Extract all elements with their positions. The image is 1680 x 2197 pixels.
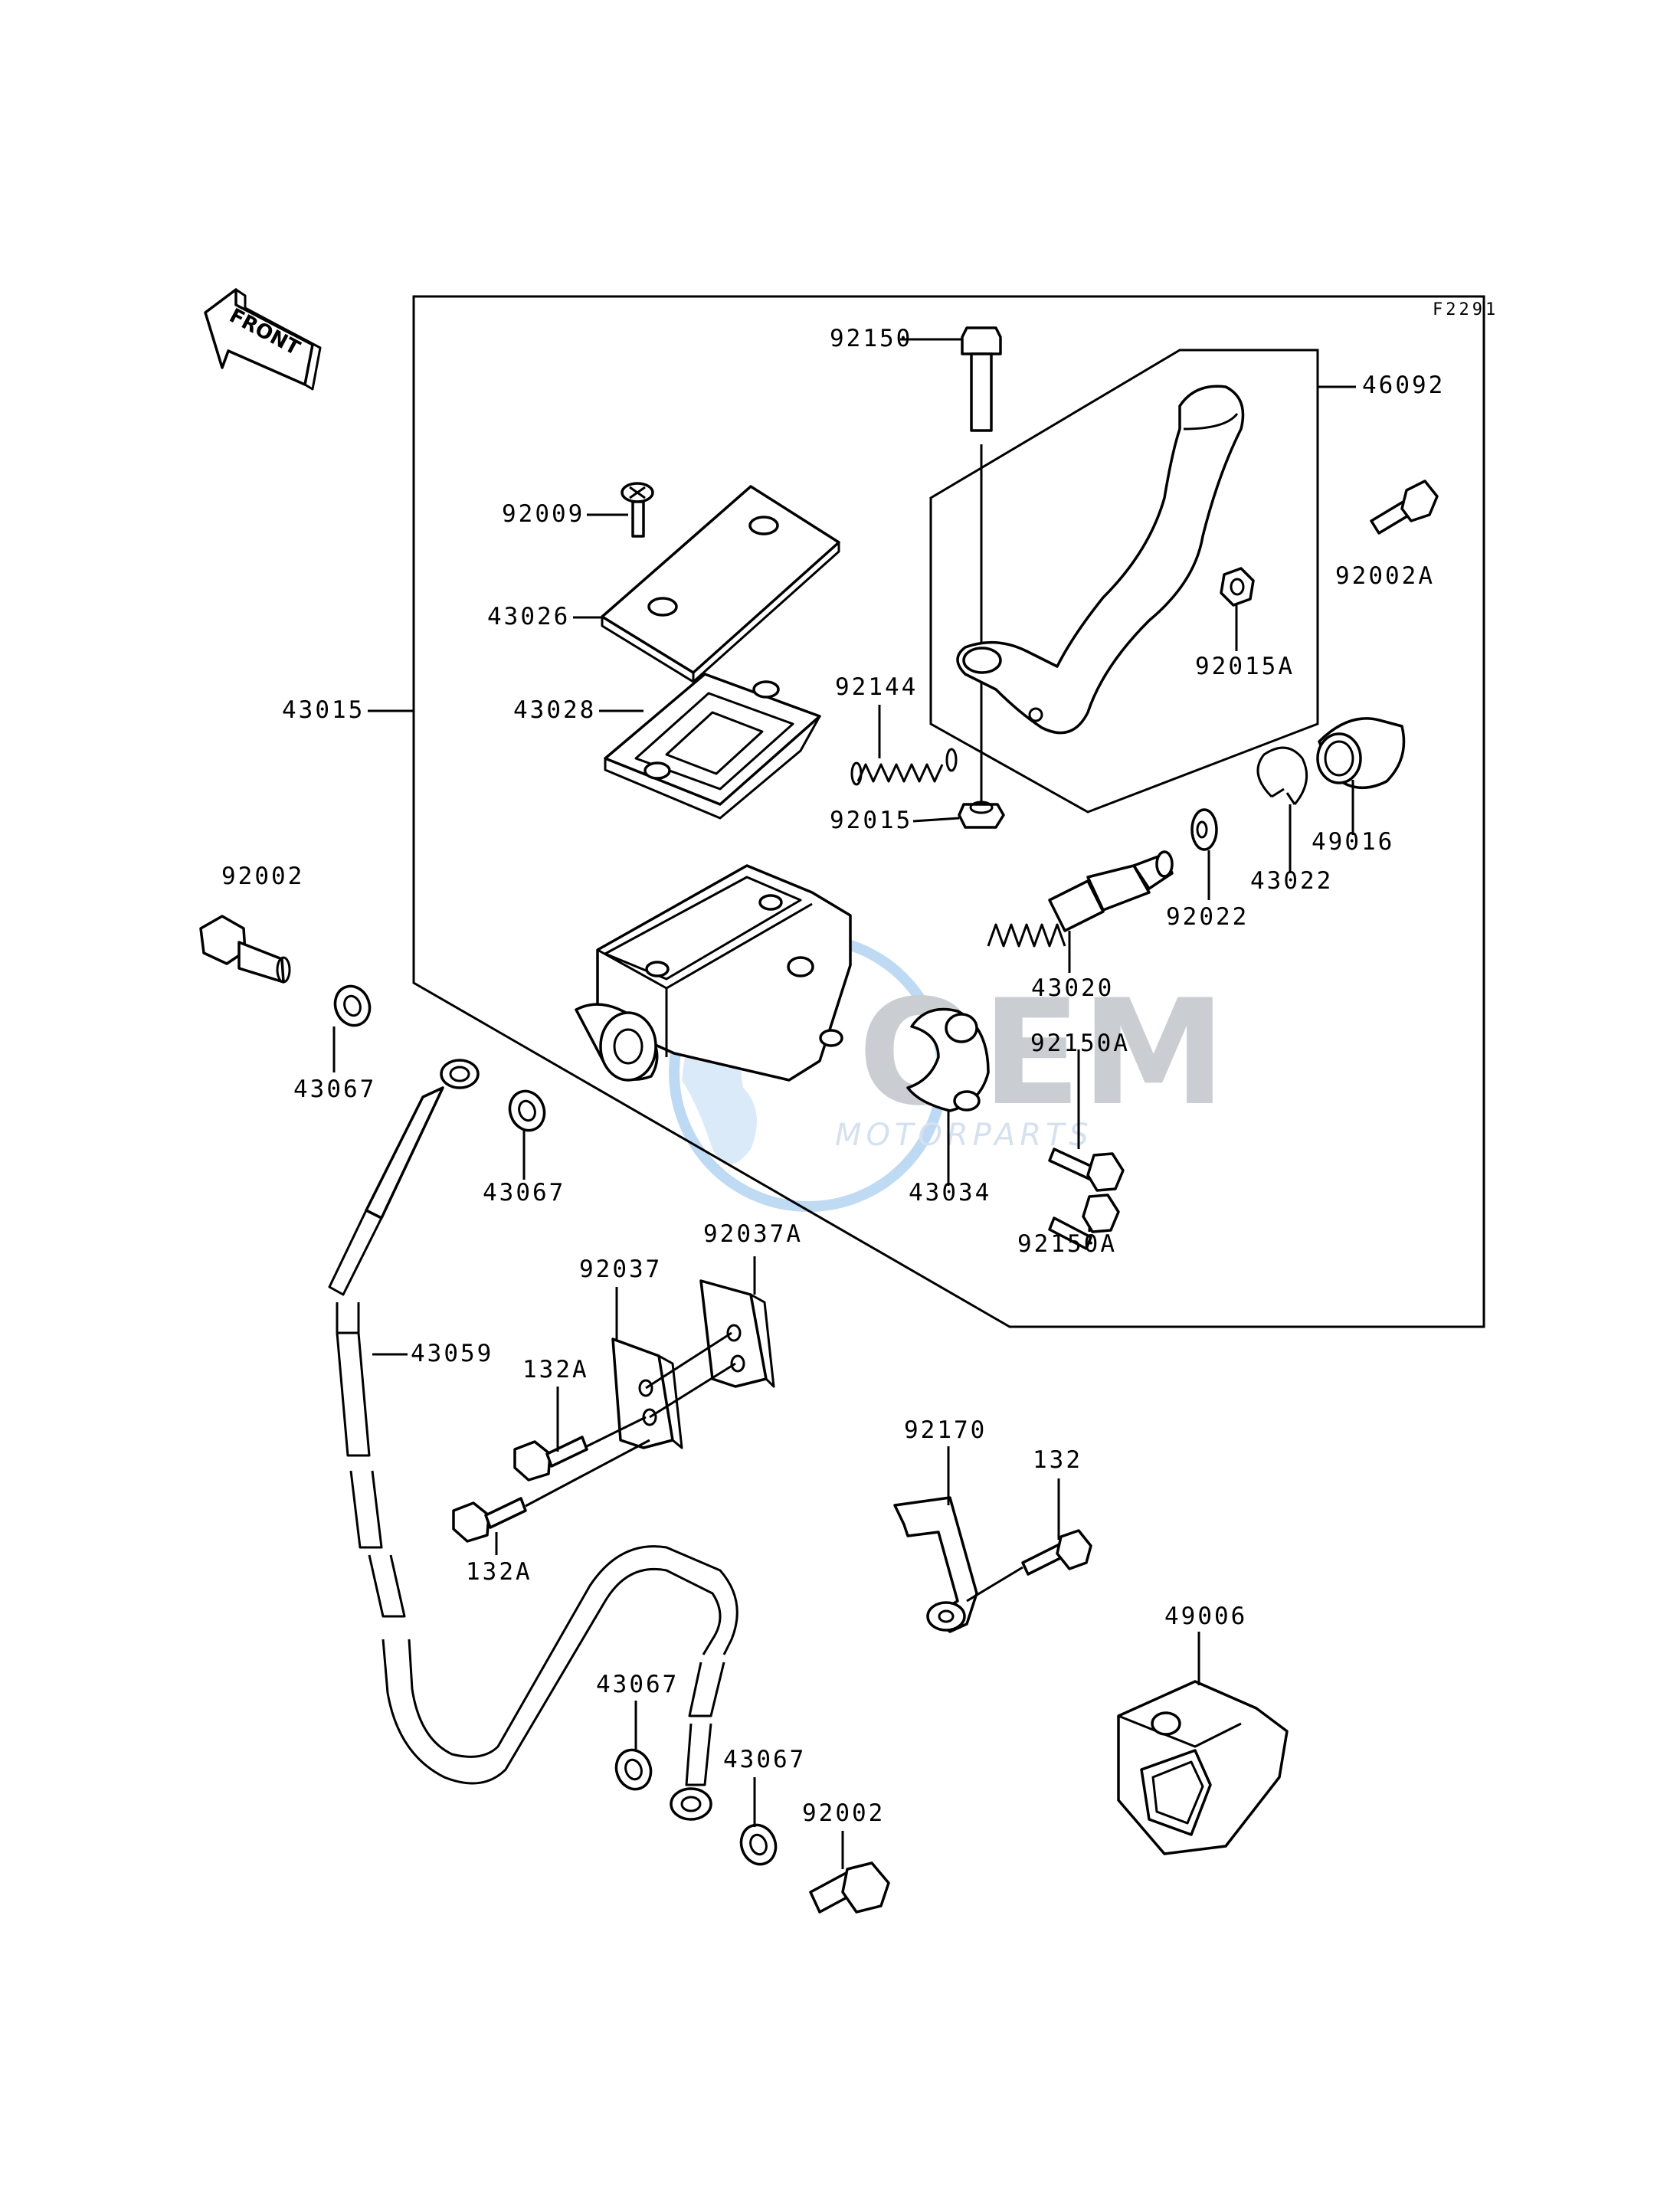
part-labels: 92150 46092 92009 92002A 43026 92015A 92… [221, 325, 1445, 1827]
bolt-92002A [1370, 480, 1439, 535]
label-46092: 46092 [1362, 372, 1445, 399]
label-43067-3: 43067 [596, 1671, 679, 1698]
figure-code: F2291 [1433, 300, 1498, 319]
label-92009: 92009 [502, 500, 585, 528]
label-92150: 92150 [830, 325, 912, 352]
assembly-outline [412, 295, 1485, 1328]
label-92022: 92022 [1166, 903, 1249, 931]
label-92150A-1: 92150A [1030, 1030, 1130, 1057]
nut-92015A [1220, 567, 1255, 607]
label-43067-2: 43067 [483, 1179, 565, 1207]
label-92170: 92170 [904, 1416, 987, 1444]
label-92015A: 92015A [1195, 653, 1295, 680]
washer-43067-1 [333, 984, 372, 1027]
label-92002-bottom: 92002 [802, 1799, 885, 1827]
clamp-bracket-92170 [893, 1496, 978, 1633]
label-43059: 43059 [411, 1340, 493, 1367]
leader-lines [332, 338, 1356, 1869]
label-92037A: 92037A [703, 1220, 803, 1248]
label-49006: 49006 [1164, 1603, 1247, 1630]
label-43015: 43015 [282, 696, 365, 724]
brake-lever-46092 [956, 385, 1245, 735]
pivot-bolt-92150 [961, 326, 1002, 804]
piston-kit-43020 [987, 850, 1174, 948]
washer-43067-2 [508, 1089, 546, 1132]
bolt-92150A-upper [1048, 1148, 1125, 1192]
label-43067-4: 43067 [723, 1746, 806, 1773]
label-43020: 43020 [1031, 974, 1114, 1002]
nut-92015 [958, 801, 1005, 829]
label-92002-top: 92002 [221, 863, 304, 890]
label-132: 132 [1033, 1446, 1082, 1474]
boot-49016 [1316, 717, 1406, 790]
banjo-bolt-92002-top [199, 915, 291, 984]
label-92002A: 92002A [1335, 562, 1435, 590]
reservoir-cap-43026 [601, 485, 840, 683]
label-49016: 49016 [1312, 828, 1394, 856]
circlip-43022 [1256, 746, 1308, 805]
watermark-brand: OEM [858, 968, 1226, 1138]
label-43034: 43034 [909, 1179, 991, 1207]
diaphragm-43028 [604, 673, 821, 820]
clamp-43034 [906, 1007, 990, 1112]
label-92150A-2: 92150A [1017, 1230, 1117, 1258]
master-cylinder-body [575, 864, 852, 1082]
front-arrow-icon: FRONT [204, 288, 322, 391]
label-132A-1: 132A [522, 1356, 589, 1383]
bolt-132A-upper [513, 1416, 647, 1482]
watermark-sub: MOTORPARTS [835, 1118, 1093, 1153]
bracket-92037 [611, 1338, 683, 1449]
holder-49006 [1117, 1680, 1289, 1855]
banjo-bolt-92002-bottom [809, 1861, 890, 1914]
label-43022: 43022 [1250, 867, 1333, 895]
label-92144: 92144 [835, 673, 918, 701]
label-43067-1: 43067 [293, 1076, 376, 1103]
bracket-92037A [645, 1279, 775, 1419]
label-132A-2: 132A [466, 1558, 532, 1586]
spring-92144 [850, 748, 958, 786]
label-92037: 92037 [579, 1256, 662, 1283]
bolt-132A-lower [452, 1439, 650, 1543]
lever-outline [929, 349, 1319, 814]
washer-43067-3 [614, 1748, 653, 1791]
label-92015: 92015 [830, 807, 912, 834]
washer-92022 [1190, 808, 1218, 851]
brake-hose-43059 [328, 1059, 738, 1821]
bolt-132 [966, 1529, 1092, 1603]
label-43028: 43028 [513, 696, 596, 724]
bolt-92150A-lower [1048, 1193, 1120, 1250]
label-43026: 43026 [487, 603, 570, 630]
screw-92009 [621, 482, 654, 538]
washer-43067-4 [739, 1823, 778, 1866]
